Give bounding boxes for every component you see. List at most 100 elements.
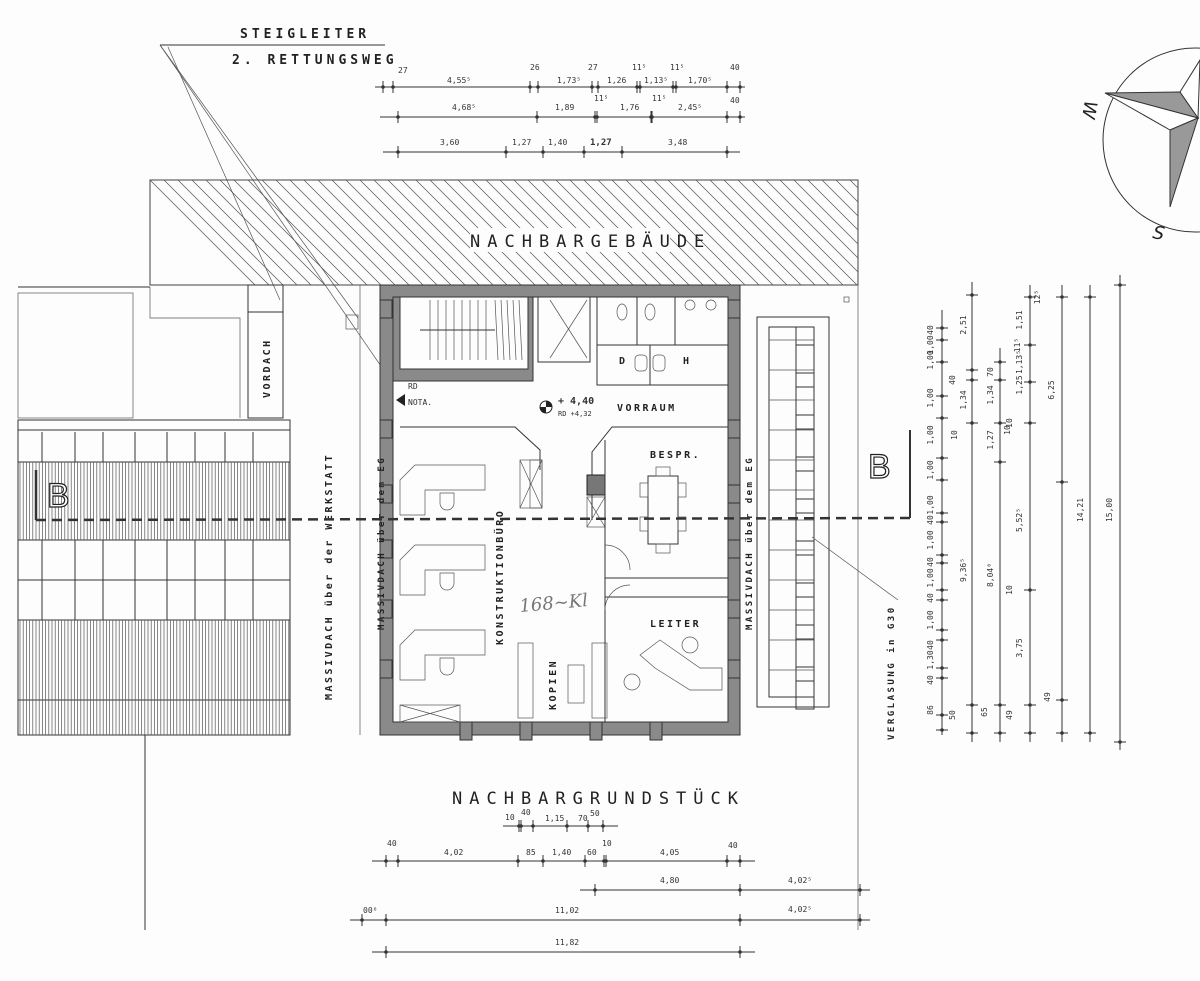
dimension-value: 1,27 bbox=[512, 138, 531, 147]
dimension-value: 40 bbox=[521, 808, 531, 817]
dimension-value: 4,05 bbox=[660, 848, 679, 857]
dimension-value: 10 bbox=[602, 839, 612, 848]
dimension-value: 1,89 bbox=[555, 103, 574, 112]
dimension-value: 40 bbox=[387, 839, 397, 848]
dimension-value: 1,13⁵ bbox=[644, 76, 668, 85]
dimension-value: 4,55⁵ bbox=[447, 76, 471, 85]
section-line-b: B B bbox=[34, 430, 911, 522]
vordach-label: VORDACH bbox=[262, 338, 273, 398]
dimension-value: 1,00 bbox=[926, 335, 935, 354]
dimension-value: 40 bbox=[926, 557, 935, 567]
dimension-value: 10 bbox=[505, 813, 515, 822]
dimension-value: 1,40 bbox=[548, 138, 567, 147]
dimension-value: 1,70⁵ bbox=[688, 76, 712, 85]
nota-label: NOTA. bbox=[408, 398, 432, 407]
dimension-value: 2,51 bbox=[959, 315, 968, 334]
dimension-value: 1,76 bbox=[620, 103, 639, 112]
massivdach-werkstatt-label: MASSIVDACH über der WERKSTATT bbox=[324, 453, 335, 700]
section-label-left: B bbox=[47, 477, 70, 515]
dimension-value: 1,00 bbox=[926, 425, 935, 444]
wc-h-label: H bbox=[683, 356, 692, 367]
dimension-value: 70 bbox=[578, 814, 588, 823]
section-label-right: B bbox=[868, 448, 891, 486]
dimension-value: 10 bbox=[1005, 418, 1014, 428]
dimension-value: 27 bbox=[588, 63, 598, 72]
dimension-value: 49 bbox=[1043, 692, 1052, 702]
compass-south-label: S bbox=[1151, 222, 1166, 245]
dimension-value: 11⁵ bbox=[652, 94, 666, 103]
dimension-value: 4,02⁵ bbox=[788, 876, 812, 885]
dimension-value: 10 bbox=[1003, 425, 1012, 435]
dimension-value: 40 bbox=[926, 515, 935, 525]
dimension-value: 40 bbox=[730, 63, 740, 72]
dimension-value: 3,60 bbox=[440, 138, 459, 147]
dimension-value: 3,48 bbox=[668, 138, 687, 147]
dimension-value: 1,00 bbox=[926, 388, 935, 407]
emergency-exit-arrow-icon bbox=[396, 394, 405, 406]
level-rd-value: RD +4,32 bbox=[558, 410, 592, 418]
massivdach-eg-left-label: MASSIVDACH über dem EG bbox=[377, 456, 387, 630]
dimension-value: 10 bbox=[1005, 585, 1014, 595]
dimension-value: 4,02⁵ bbox=[788, 905, 812, 914]
dimension-value: 49 bbox=[1005, 710, 1014, 720]
compass-rose: W S bbox=[1077, 47, 1200, 245]
dimension-value: 86 bbox=[926, 705, 935, 715]
dimension-value: 12⁵ bbox=[1033, 290, 1042, 304]
dimension-value: 5,52⁵ bbox=[1015, 508, 1024, 532]
dimension-value: 1,27 bbox=[590, 138, 612, 148]
dimension-lines: 274,55⁵261,73⁵271,2611⁵1,13⁵11⁵1,70⁵404,… bbox=[350, 63, 1126, 958]
dimension-value: 50 bbox=[590, 809, 600, 818]
dimension-value: 40 bbox=[730, 96, 740, 105]
dimension-value: 50 bbox=[948, 710, 957, 720]
dimension-value: 40 bbox=[948, 375, 957, 385]
wc-d-label: D bbox=[619, 356, 628, 367]
neighbour-plot-label: NACHBARGRUNDSTÜCK bbox=[452, 787, 745, 809]
dimension-value: 27 bbox=[398, 66, 408, 75]
dimension-value: 1,00 bbox=[926, 460, 935, 479]
manager-desk bbox=[623, 636, 723, 691]
elevator bbox=[537, 296, 591, 363]
main-building: D H RD NOTA. + 4,40 RD +4,32 VORRAUM BES… bbox=[377, 284, 755, 741]
dimension-value: 8,04⁶ bbox=[986, 563, 995, 587]
dimension-value: 70 bbox=[986, 367, 995, 377]
dimension-value: 1,00 bbox=[926, 495, 935, 514]
dimension-value: 11⁵ bbox=[594, 94, 608, 103]
dimension-value: 11,02 bbox=[555, 906, 579, 915]
dimension-value: 1,26 bbox=[607, 76, 626, 85]
dimension-value: 1,51 bbox=[1015, 310, 1024, 329]
dimension-value: 4,02 bbox=[444, 848, 463, 857]
verglasung-label: VERGLASUNG in G30 bbox=[886, 605, 897, 740]
rettungsweg-label: 2. RETTUNGSWEG bbox=[232, 53, 398, 68]
dimension-value: 10 bbox=[950, 430, 959, 440]
massivdach-eg-right-label: MASSIVDACH über dem EG bbox=[745, 456, 755, 630]
level-marker: + 4,40 RD +4,32 bbox=[539, 396, 594, 418]
dimension-value: 1,25 bbox=[1015, 375, 1024, 394]
dimension-value: 1,34 bbox=[986, 385, 995, 404]
dimension-value: 11⁵ bbox=[670, 63, 684, 72]
dimension-value: 40 bbox=[728, 841, 738, 850]
dimension-value: 1,13⁵ bbox=[1015, 350, 1024, 374]
compass-west-label: W bbox=[1077, 99, 1101, 121]
dimension-value: 3,75 bbox=[1015, 638, 1024, 657]
level-value: + 4,40 bbox=[558, 396, 594, 407]
staircase bbox=[392, 296, 534, 382]
dimension-value: 1,30 bbox=[926, 650, 935, 669]
dimension-value: 65 bbox=[980, 707, 989, 717]
toilets: D H bbox=[596, 296, 729, 386]
dimension-value: 2,45⁵ bbox=[678, 103, 702, 112]
konstruktionsbuero-label: KONSTRUKTIONBÜRO bbox=[492, 509, 506, 645]
dimension-value: 4,68⁵ bbox=[452, 103, 476, 112]
dimension-value: 1,00 bbox=[926, 610, 935, 629]
bespr-label: BESPR. bbox=[650, 450, 701, 461]
meeting-table bbox=[639, 466, 687, 554]
dimension-value: 1,00 bbox=[926, 568, 935, 587]
dimension-value: 00⁶ bbox=[363, 906, 377, 915]
left-adjacent-building: VORDACH MASSIVDACH über der WERKSTATT bbox=[17, 284, 361, 930]
vorraum-label: VORRAUM bbox=[617, 403, 677, 414]
dimension-value: 85 bbox=[526, 848, 536, 857]
dimension-value: 60 bbox=[587, 848, 597, 857]
dimension-value: 40 bbox=[926, 675, 935, 685]
leiter-label: LEITER bbox=[650, 619, 701, 630]
dimension-value: 6,25 bbox=[1047, 380, 1056, 399]
